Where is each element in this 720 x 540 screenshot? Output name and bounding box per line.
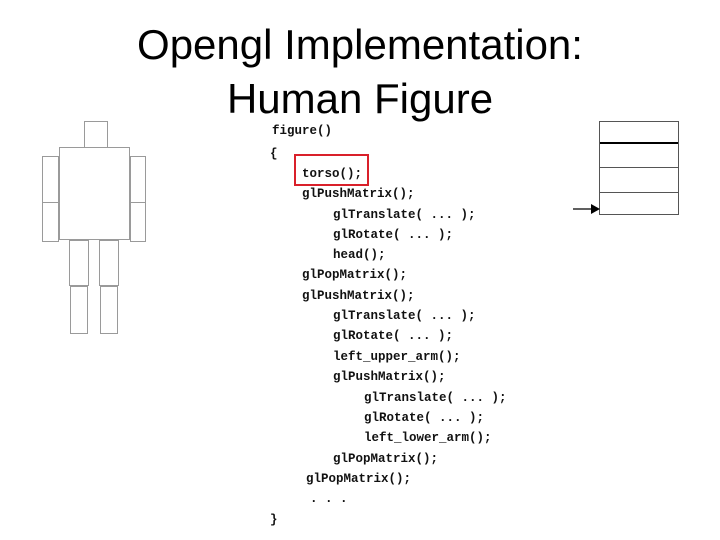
figure-torso xyxy=(59,147,130,240)
figure-right-upper-leg xyxy=(99,240,119,286)
code-line: glRotate( ... ); xyxy=(333,228,454,242)
figure-left-lower-arm xyxy=(42,202,59,242)
code-line: figure() xyxy=(272,124,333,138)
figure-right-lower-arm xyxy=(130,202,146,242)
code-line: glPopMatrix(); xyxy=(333,452,439,466)
arrow-right-icon xyxy=(573,204,600,214)
figure-head xyxy=(84,121,108,148)
code-line: glPopMatrix(); xyxy=(306,472,412,486)
figure-left-upper-arm xyxy=(42,156,59,203)
figure-left-lower-leg xyxy=(70,286,88,334)
code-line: glPushMatrix(); xyxy=(302,187,415,201)
slide-title-line-2: Human Figure xyxy=(226,75,494,122)
code-line: left_upper_arm(); xyxy=(333,350,461,364)
code-line: glRotate( ... ); xyxy=(364,411,485,425)
code-line: glTranslate( ... ); xyxy=(364,391,507,405)
stack-top-divider xyxy=(600,142,678,144)
code-line: glTranslate( ... ); xyxy=(333,208,476,222)
figure-left-upper-leg xyxy=(69,240,89,286)
code-line: head(); xyxy=(333,248,386,262)
code-line: torso(); xyxy=(302,167,363,181)
code-line: glPushMatrix(); xyxy=(302,289,415,303)
code-line: { xyxy=(270,147,278,161)
code-line: glPushMatrix(); xyxy=(333,370,446,384)
figure-right-upper-arm xyxy=(130,156,146,203)
stack-slot-divider xyxy=(600,167,678,168)
code-line: } xyxy=(270,513,278,527)
figure-right-lower-leg xyxy=(100,286,118,334)
stack-slot-divider xyxy=(600,192,678,193)
torso-call-highlight xyxy=(294,154,369,186)
slide-title-line-1: Opengl Implementation: xyxy=(137,21,583,68)
matrix-stack-icon xyxy=(599,121,679,215)
code-line: left_lower_arm(); xyxy=(364,431,492,445)
code-line: . . . xyxy=(310,492,348,506)
code-line: glTranslate( ... ); xyxy=(333,309,476,323)
code-line: glRotate( ... ); xyxy=(333,329,454,343)
code-line: glPopMatrix(); xyxy=(302,268,408,282)
